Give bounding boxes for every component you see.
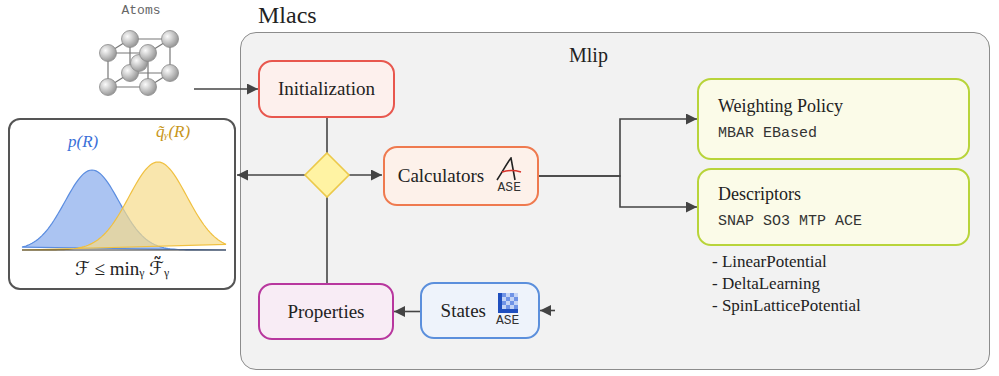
flow-arrow: [194, 88, 258, 90]
module-panel: Weighting PolicyMBAR EBasedDescriptorsSN…: [555, 34, 990, 366]
junction-arrow: [349, 174, 382, 176]
panel-title: Mlacs: [258, 2, 317, 30]
option-box: DescriptorsSNAP SO3 MTP ACE: [697, 168, 970, 246]
lammps-icon: [497, 292, 519, 314]
bound-formula: ℱ ≤ minᵧ ℱ̃ᵧ: [10, 258, 234, 280]
flow-arrow: [394, 311, 420, 313]
distribution-label: q̃ᵧ(R): [156, 122, 190, 142]
box-title: Calculators: [398, 165, 485, 187]
ase-icon: [494, 157, 524, 181]
process-box: StatesASE: [420, 282, 540, 339]
junction-arrow: [237, 174, 305, 176]
box-title: Weighting Policy: [718, 96, 843, 117]
ase-logo: ASE: [494, 157, 524, 196]
option-list: SNAP SO3 MTP ACE: [718, 213, 862, 230]
process-box: Initialization: [258, 60, 395, 118]
atoms-figure: Atoms: [88, 4, 194, 98]
logo-label: ASE: [496, 314, 519, 329]
box-title: Descriptors: [718, 184, 801, 205]
figure-label: Atoms: [88, 4, 194, 19]
panel-title: Mlip: [569, 44, 608, 67]
box-title: Initialization: [278, 78, 375, 100]
list-item: - LinearPotential: [712, 252, 827, 272]
process-box: CalculatorsASE: [383, 146, 539, 206]
junction-line: [326, 197, 328, 283]
list-item: - DeltaLearning: [712, 274, 820, 294]
option-list: MBAR EBased: [718, 125, 817, 142]
flow-arrow: [540, 310, 555, 312]
process-box: Properties: [258, 283, 394, 340]
lammps-logo: ASE: [496, 292, 519, 329]
box-title: States: [441, 300, 486, 322]
free-energy-box: p(R) q̃ᵧ(R) ℱ ≤ minᵧ ℱ̃ᵧ: [8, 118, 236, 290]
framework-panel: InitializationCalculatorsASE Weighting Po…: [240, 0, 990, 372]
box-title: Properties: [287, 301, 364, 323]
list-item: - SpinLatticePotential: [712, 296, 861, 316]
junction-line: [326, 118, 328, 153]
distribution-label: p(R): [68, 132, 98, 152]
crystal-illustration: [90, 23, 192, 97]
logo-label: ASE: [498, 181, 521, 196]
option-box: Weighting PolicyMBAR EBased: [697, 78, 970, 160]
